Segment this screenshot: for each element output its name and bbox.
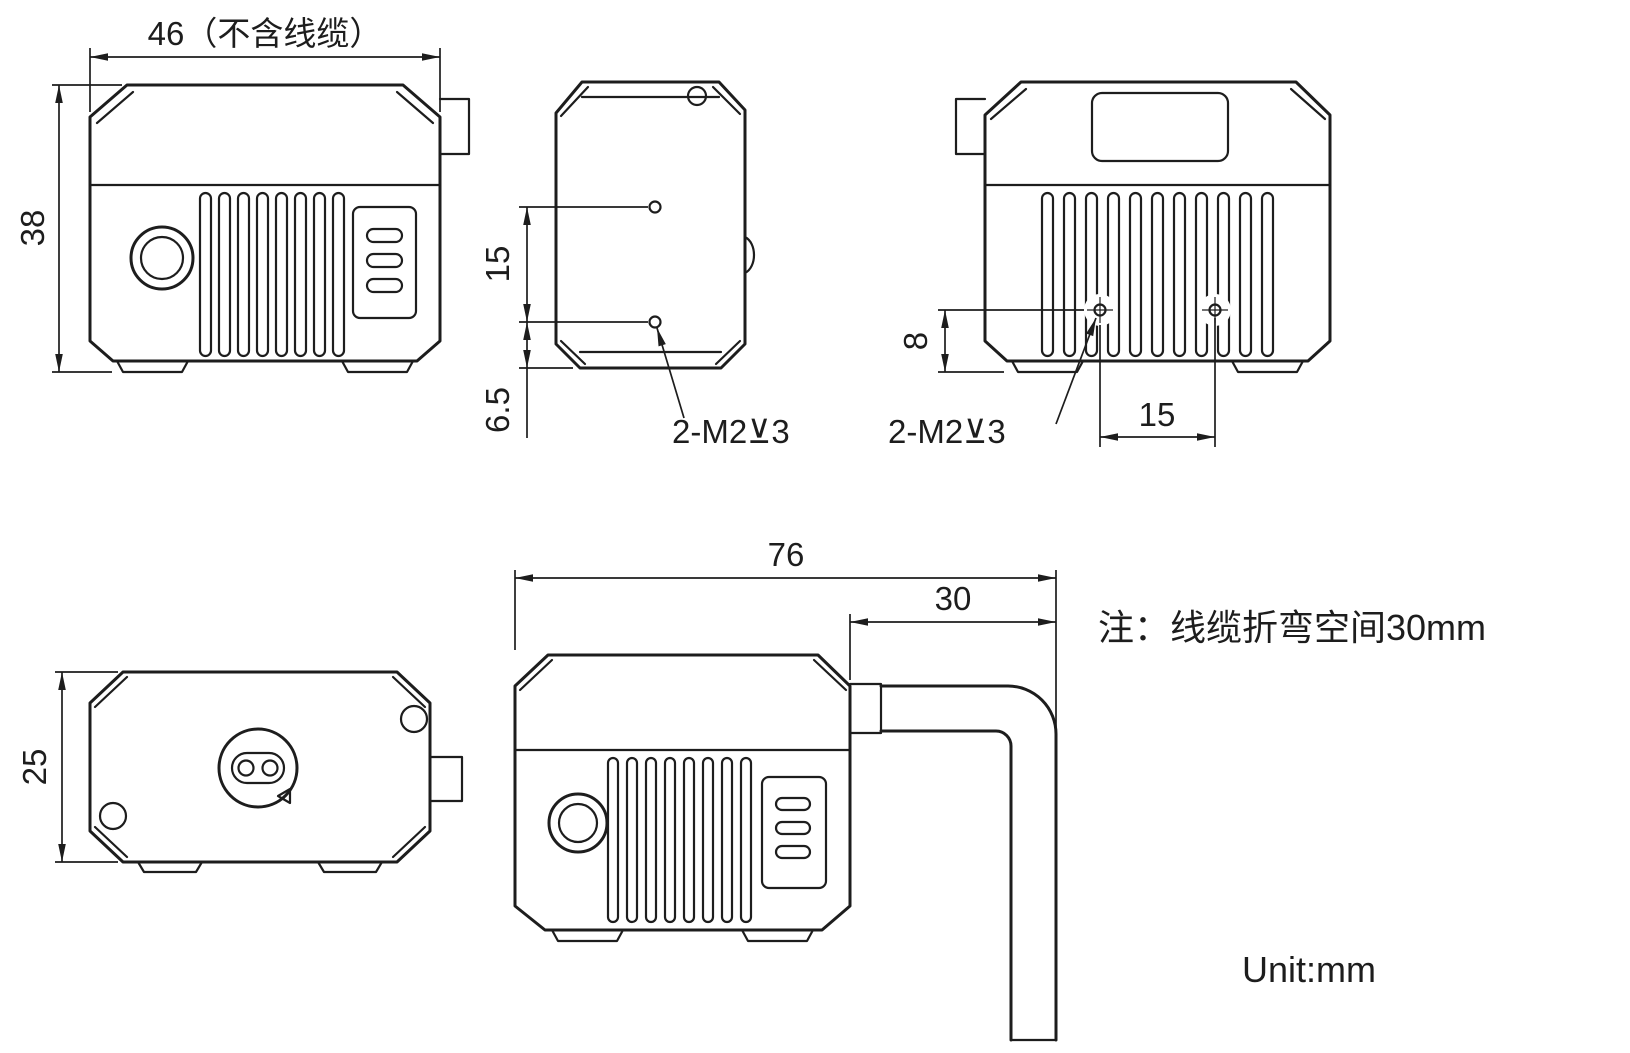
cable-view-lens bbox=[547, 792, 609, 854]
rear-screw-hole-left bbox=[1084, 294, 1116, 326]
rear-window bbox=[1090, 91, 1230, 163]
top-depth-label: 25 bbox=[16, 749, 53, 786]
unit-label: Unit:mm bbox=[1242, 949, 1376, 990]
top-foot-left bbox=[136, 860, 204, 874]
cable-view-foot-right bbox=[740, 928, 815, 943]
cable-dimensions: 76 30 bbox=[514, 536, 1057, 728]
top-foot-right bbox=[316, 860, 384, 874]
side-view bbox=[554, 80, 756, 370]
top-cable-stub bbox=[428, 755, 464, 803]
front-height-dim-label: 38 bbox=[14, 210, 51, 247]
top-mount-hole-right bbox=[399, 704, 429, 734]
top-orientation-marker bbox=[276, 787, 292, 805]
rear-screw-hole-right bbox=[1199, 294, 1231, 326]
rear-view bbox=[954, 80, 1332, 374]
top-mount-hole-left bbox=[98, 801, 128, 831]
front-indicator-panel bbox=[351, 205, 418, 320]
top-dimensions: 25 bbox=[16, 671, 118, 863]
rear-cable-stub bbox=[954, 97, 987, 156]
overall-length-label: 76 bbox=[768, 536, 805, 573]
rear-thread-label: 2-M2⊻3 bbox=[888, 413, 1006, 450]
side-button-bump bbox=[743, 235, 756, 275]
rear-body-outline bbox=[983, 80, 1332, 363]
side-thread-label: 2-M2⊻3 bbox=[672, 413, 790, 450]
top-body-outline bbox=[88, 670, 432, 864]
annotations: 注：线缆折弯空间30mm Unit:mm bbox=[1098, 607, 1486, 990]
front-cable-stub bbox=[438, 97, 471, 156]
side-mount-hole-top bbox=[648, 200, 662, 214]
cable-view-foot-left bbox=[550, 928, 625, 943]
side-hole-spacing-label: 15 bbox=[479, 246, 516, 283]
cable-view-body-outline bbox=[513, 653, 852, 932]
side-body-outline bbox=[554, 80, 747, 370]
rear-dimensions: 8 2-M2⊻3 15 bbox=[888, 309, 1216, 450]
front-heatsink-fins bbox=[198, 191, 346, 358]
top-view bbox=[88, 670, 464, 874]
cable-view-heatsink-fins bbox=[606, 756, 753, 924]
rear-hole-height-label: 8 bbox=[897, 332, 934, 350]
front-view bbox=[88, 83, 471, 374]
cable-bend-label: 30 bbox=[935, 580, 972, 617]
front-foot-right bbox=[340, 359, 415, 374]
front-foot-left bbox=[115, 359, 190, 374]
front-chamfer-line-left bbox=[95, 90, 135, 125]
bend-space-note: 注：线缆折弯空间30mm bbox=[1098, 607, 1486, 648]
rear-hole-spacing-label: 15 bbox=[1139, 396, 1176, 433]
side-thread-leader bbox=[656, 327, 685, 419]
rear-thread-leader bbox=[1055, 317, 1097, 425]
side-mount-hole-bottom bbox=[648, 315, 662, 329]
cable-view bbox=[513, 653, 1058, 1042]
rear-heatsink-fins bbox=[1040, 191, 1275, 358]
cable bbox=[879, 684, 1058, 1042]
cable-connector bbox=[848, 682, 883, 735]
front-lens bbox=[129, 225, 195, 291]
rear-foot-right bbox=[1230, 359, 1305, 374]
front-chamfer-line-right bbox=[395, 90, 435, 125]
side-top-hole bbox=[686, 85, 708, 107]
side-bottom-offset-label: 6.5 bbox=[479, 387, 516, 433]
front-body-outline bbox=[88, 83, 442, 363]
front-dimensions: 46（不含线缆） 38 bbox=[14, 15, 441, 373]
top-center-feature bbox=[217, 727, 299, 809]
front-width-dim-label: 46（不含线缆） bbox=[148, 15, 383, 52]
rear-foot-left bbox=[1010, 359, 1085, 374]
side-dimensions: 15 6.5 2-M2⊻3 bbox=[479, 206, 790, 450]
cable-view-indicator-panel bbox=[760, 775, 828, 890]
